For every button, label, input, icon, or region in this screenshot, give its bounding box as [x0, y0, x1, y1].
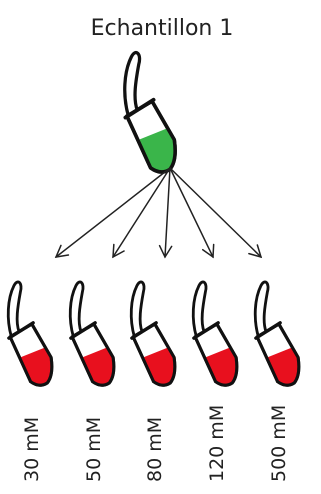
arrow-4 [169, 167, 214, 258]
arrowhead-3 [158, 244, 173, 259]
distribution-arrows [54, 167, 263, 259]
target-tube-4-lid [191, 280, 208, 339]
concentration-label-2: 50 mM [83, 417, 105, 482]
concentration-label-5: 500 mM [268, 405, 290, 482]
source-tube [123, 50, 177, 174]
concentration-labels: 30 mM 50 mM 80 mM 120 mM 500 mM [21, 405, 290, 482]
arrowhead-2 [112, 243, 125, 259]
target-tube-3-lid [129, 280, 146, 339]
target-tube-2-lid [68, 280, 85, 339]
arrowhead-5 [248, 244, 263, 259]
target-tube-4 [191, 280, 239, 387]
target-tube-2 [68, 280, 116, 387]
target-tube-1 [6, 280, 54, 387]
arrow-1 [55, 167, 171, 258]
target-tube-1-lid [6, 280, 23, 339]
concentration-label-3: 80 mM [144, 417, 166, 482]
sample-title: Echantillon 1 [91, 16, 234, 41]
target-tube-3 [129, 280, 177, 387]
arrow-2 [112, 167, 171, 258]
concentration-label-1: 30 mM [21, 417, 43, 482]
target-tubes [6, 280, 301, 387]
arrow-3 [164, 167, 171, 258]
target-tube-5 [253, 280, 301, 387]
arrowhead-1 [54, 244, 70, 258]
target-tube-5-lid [253, 280, 270, 339]
arrow-5 [169, 167, 262, 258]
arrowhead-4 [202, 243, 215, 259]
concentration-label-4: 120 mM [206, 405, 228, 482]
source-tube-lid [123, 50, 142, 118]
